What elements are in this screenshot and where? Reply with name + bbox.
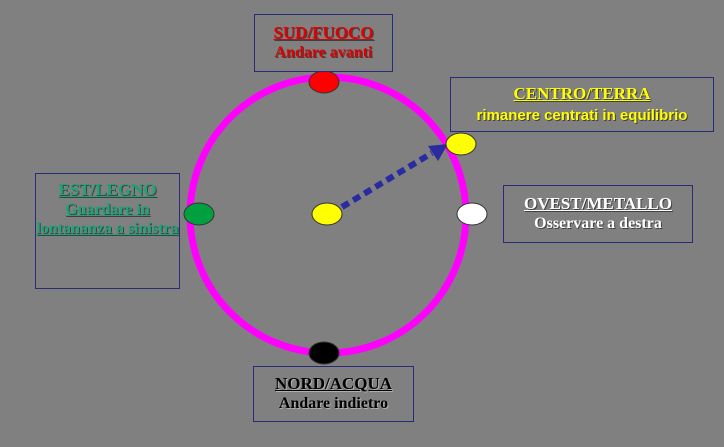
ovest-metallo-label: OVEST/METALLO Osservare a destra (503, 185, 693, 243)
est-legno-label: EST/LEGNO Guardare in lontananza a sinis… (35, 173, 180, 289)
centro-terra-label: CENTRO/TERRA rimanere centrati in equili… (450, 77, 714, 132)
centro-earth-dot (445, 132, 477, 156)
direction-arrow-head (428, 144, 448, 161)
nord-acqua-label: NORD/ACQUA Andare indietro (253, 366, 414, 422)
nord-water-dot (308, 341, 340, 365)
ovest-title: OVEST/METALLO (524, 194, 672, 213)
ovest-metal-dot (456, 202, 488, 226)
sud-fuoco-label: SUD/FUOCO Andare avanti (254, 14, 393, 72)
sud-title: SUD/FUOCO (273, 23, 374, 42)
centro-title: CENTRO/TERRA (513, 84, 651, 103)
est-text: Guardare in lontananza a sinistra (36, 201, 179, 237)
direction-arrow-shaft (340, 150, 434, 210)
sud-fire-dot (308, 70, 340, 94)
nord-text: Andare indietro (278, 395, 389, 412)
ovest-text: Osservare a destra (534, 215, 662, 232)
nord-title: NORD/ACQUA (274, 374, 393, 393)
est-wood-dot (183, 202, 215, 226)
center-dot (311, 202, 343, 226)
sud-text: Andare avanti (274, 44, 373, 61)
est-title: EST/LEGNO (58, 180, 157, 199)
centro-text: rimanere centrati in equilibrio (476, 107, 688, 124)
